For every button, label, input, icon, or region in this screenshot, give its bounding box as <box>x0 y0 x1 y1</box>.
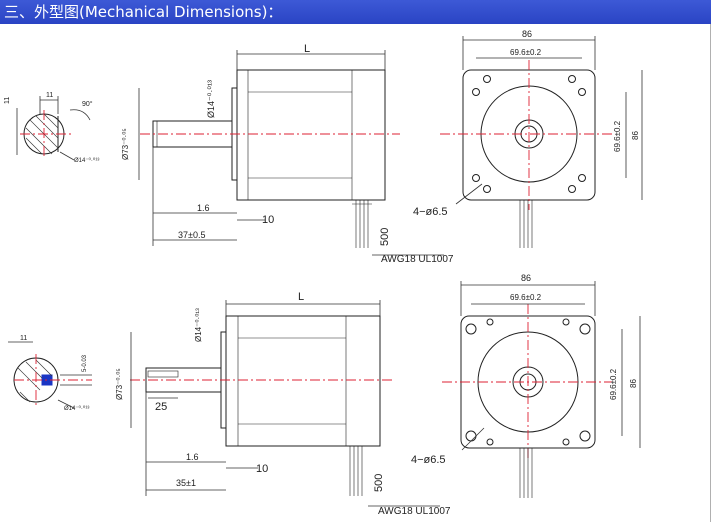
bottom-key-length-label: 25 <box>155 401 167 413</box>
bottom-shaft-section <box>8 341 92 409</box>
bottom-key-width-label: 11 <box>20 335 27 342</box>
top-boss-height-label: 1.6 <box>197 203 210 213</box>
top-shaft-dia-label: Ø14⁻⁰·⁰¹³ <box>206 80 216 118</box>
bottom-front-height-inner: 69.6±0.2 <box>609 368 618 400</box>
top-boss-dia-label: Ø73⁻⁰·⁰⁵ <box>121 128 130 160</box>
top-flat-angle-label: 90° <box>82 100 93 108</box>
bottom-shaft-length-label: 35±1 <box>176 478 196 488</box>
bottom-length-label: L <box>298 291 304 303</box>
top-front-height-outer: 86 <box>631 131 640 140</box>
top-flat-width-label: 11 <box>46 92 53 99</box>
top-front-width-inner: 69.6±0.2 <box>510 48 542 57</box>
top-length-label: L <box>304 43 310 55</box>
top-shaft-section <box>16 96 91 161</box>
bottom-boss-dia-label: Ø73⁻⁰·⁰⁵ <box>115 368 124 400</box>
bottom-flange-label: 10 <box>256 463 268 475</box>
bottom-shaft-detail-label: Ø14⁻⁰·⁰¹³ <box>64 405 89 412</box>
top-motor-front-view <box>440 60 612 248</box>
drawing-canvas: 11 11 90° Ø14⁻⁰·⁰¹³ L Ø14⁻⁰·⁰¹³ Ø73⁻⁰·⁰⁵… <box>4 29 643 517</box>
mechanical-drawing: 11 11 90° Ø14⁻⁰·⁰¹³ L Ø14⁻⁰·⁰¹³ Ø73⁻⁰·⁰⁵… <box>0 24 711 522</box>
bottom-motor-side-view <box>130 315 395 496</box>
bottom-key-depth-label: 5-0.03 <box>82 354 88 372</box>
bottom-boss-height-label: 1.6 <box>186 452 199 462</box>
top-lead-length-label: 500 <box>379 228 391 246</box>
page-title: 三、外型图(Mechanical Dimensions)： <box>0 0 711 24</box>
top-shaft-detail-label: Ø14⁻⁰·⁰¹³ <box>74 157 99 164</box>
top-flat-offset-label: 11 <box>4 97 11 104</box>
top-holes-label: 4−ø6.5 <box>413 206 448 218</box>
bottom-front-width-inner: 69.6±0.2 <box>510 293 542 302</box>
bottom-front-width-outer: 86 <box>521 273 531 283</box>
bottom-shaft-dia-label: Ø14⁻⁰·⁰¹³ <box>194 308 203 342</box>
bottom-front-height-outer: 86 <box>629 379 638 388</box>
bottom-wire-label: AWG18 UL1007 <box>378 506 451 517</box>
top-wire-label: AWG18 UL1007 <box>381 254 454 265</box>
top-shaft-length-label: 37±0.5 <box>178 230 205 240</box>
top-front-height-inner: 69.6±0.2 <box>613 120 622 152</box>
top-front-width-outer: 86 <box>522 29 532 39</box>
bottom-holes-label: 4−ø6.5 <box>411 454 446 466</box>
bottom-lead-length-label: 500 <box>373 474 385 492</box>
bottom-motor-front-view <box>442 304 612 498</box>
top-flange-label: 10 <box>262 214 274 226</box>
top-motor-side-view <box>140 69 400 248</box>
